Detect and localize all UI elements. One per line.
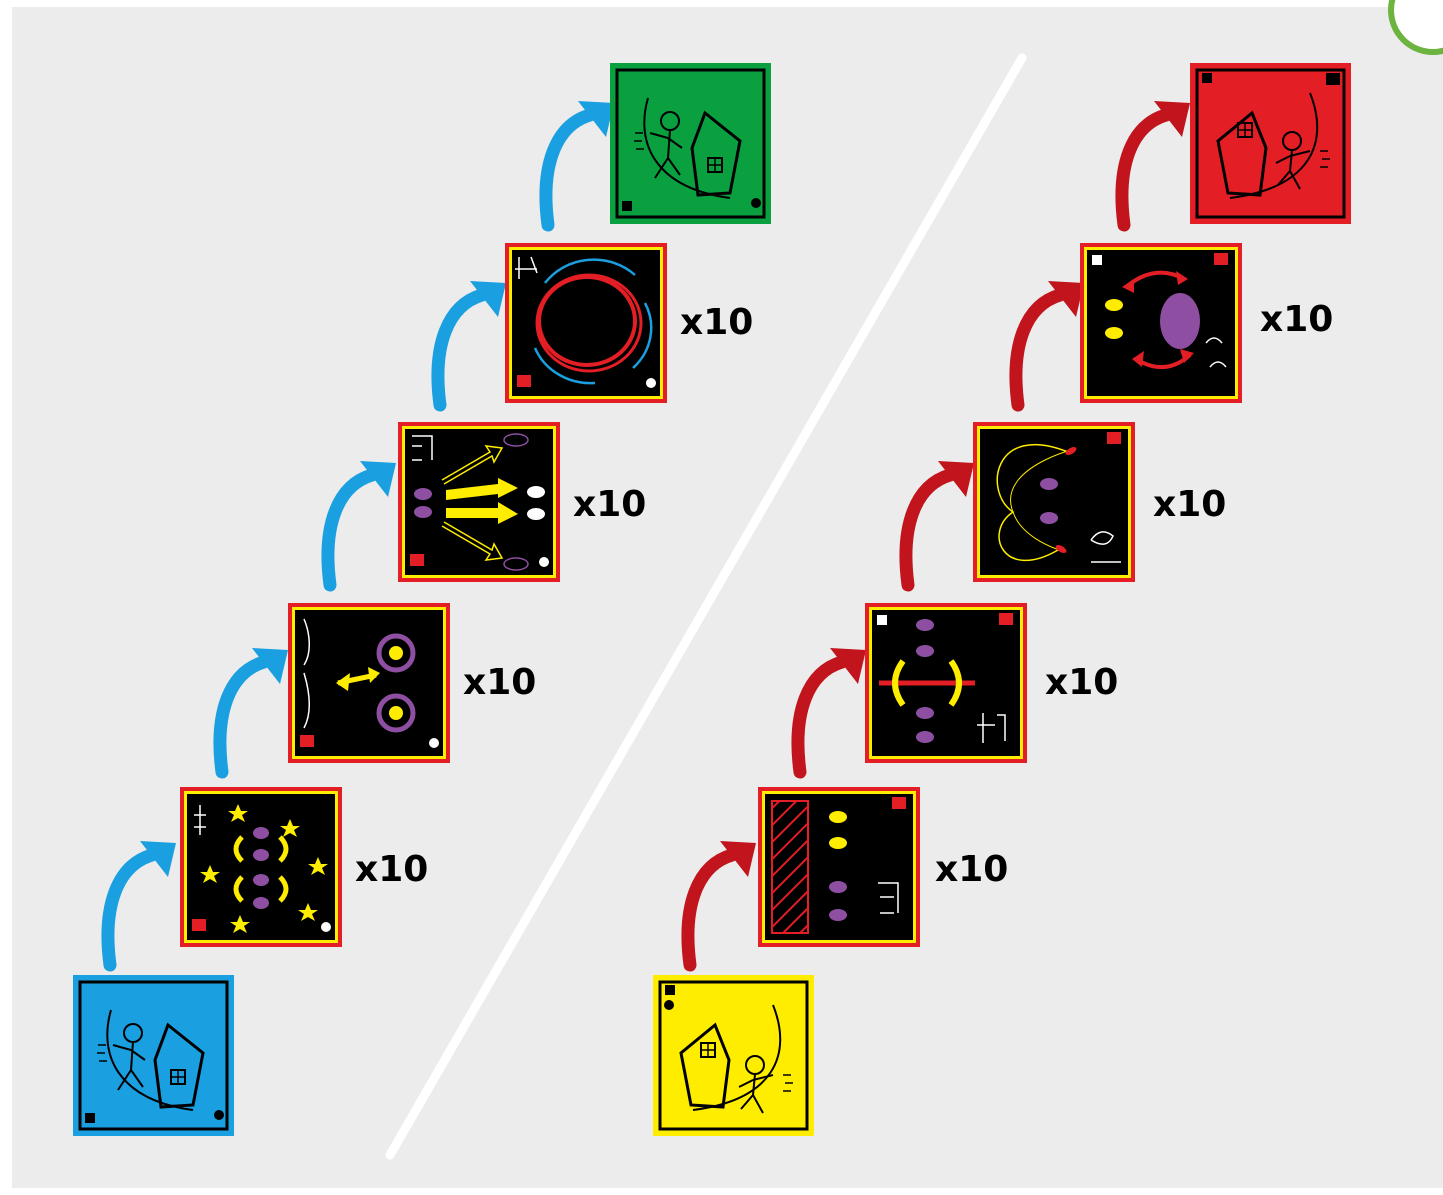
red-arrow-1-head (720, 841, 756, 877)
hand-target-arrows-icon (292, 607, 446, 759)
hatched-zone-feet-icon (762, 791, 916, 943)
red-arrow-2 (791, 655, 849, 779)
blue-arrow-2-head (252, 648, 288, 684)
step-5-count: x10 (935, 849, 1009, 890)
rope-loop-feet-icon (977, 426, 1131, 578)
red-arrow-5-head (1154, 101, 1190, 137)
crouching-stars-feet-icon (184, 791, 338, 943)
blue-arrow-1 (101, 848, 159, 972)
step-6-count: x10 (1045, 662, 1119, 703)
red-arrow-5 (1115, 108, 1173, 232)
exercise-card-3[interactable] (398, 422, 560, 582)
hoop-circles-icon (509, 247, 663, 399)
end-card-red[interactable] (1190, 63, 1351, 224)
blue-arrow-1-head (140, 841, 176, 877)
house-and-runner-icon (615, 68, 766, 219)
red-arrow-1 (681, 848, 739, 972)
blue-arrow-4 (431, 288, 489, 412)
blue-arrow-5-head (578, 101, 614, 137)
house-and-runner-icon (78, 980, 229, 1131)
exercise-card-8[interactable] (1080, 243, 1242, 403)
end-card-green[interactable] (610, 63, 771, 224)
red-arrow-4-head (1048, 281, 1084, 317)
blue-arrow-5 (539, 108, 597, 232)
step-7-count: x10 (1153, 484, 1227, 525)
blue-arrow-2 (213, 655, 271, 779)
red-arrow-3-head (938, 461, 974, 497)
ball-circle-feet-icon (1084, 247, 1238, 399)
exercise-card-2[interactable] (288, 603, 450, 763)
step-4-count: x10 (680, 302, 754, 343)
red-arrow-4 (1009, 288, 1067, 412)
step-2-count: x10 (463, 662, 537, 703)
step-3-count: x10 (573, 484, 647, 525)
exercise-card-6[interactable] (865, 603, 1027, 763)
blue-arrow-3 (321, 468, 379, 592)
exercise-card-1[interactable] (180, 787, 342, 947)
house-and-runner-icon (658, 980, 809, 1131)
red-arrow-3 (899, 468, 957, 592)
step-8-count: x10 (1260, 299, 1334, 340)
start-card-blue[interactable] (73, 975, 234, 1136)
blue-arrow-3-head (360, 461, 396, 497)
red-arrow-2-head (830, 648, 866, 684)
step-1-count: x10 (355, 849, 429, 890)
start-card-yellow[interactable] (653, 975, 814, 1136)
feet-arrows-fan-icon (402, 426, 556, 578)
exercise-card-7[interactable] (973, 422, 1135, 582)
exercise-card-5[interactable] (758, 787, 920, 947)
blue-arrow-4-head (470, 281, 506, 317)
line-jump-feet-icon (869, 607, 1023, 759)
exercise-card-4[interactable] (505, 243, 667, 403)
house-and-runner-icon (1195, 68, 1346, 219)
